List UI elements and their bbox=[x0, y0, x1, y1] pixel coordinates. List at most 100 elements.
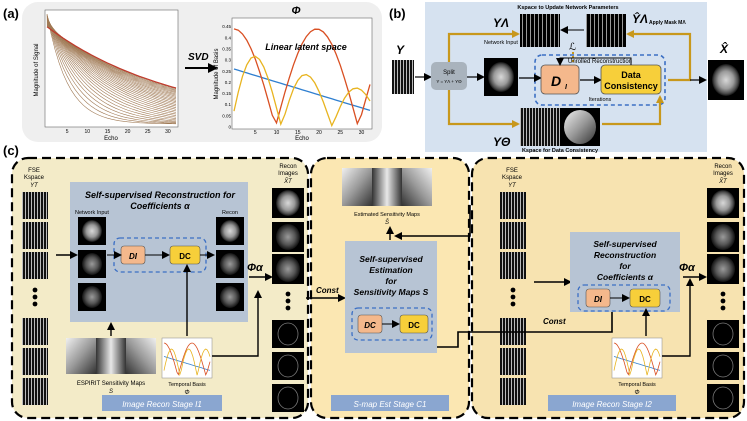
phi-label: Φ bbox=[291, 5, 300, 17]
signal-plot-ylabel: Magnitude of Signal bbox=[34, 43, 40, 96]
y-theta-symbol: YΘ bbox=[493, 135, 511, 149]
s3-recon-images-symbol: X̂T bbox=[718, 178, 728, 185]
split-label: Split bbox=[443, 70, 455, 76]
s3-arrow-basis-out bbox=[662, 278, 694, 357]
s2-dc-orange-label: DC bbox=[364, 321, 376, 330]
kspace-frame bbox=[500, 378, 526, 405]
decay-curve bbox=[46, 26, 177, 89]
signal-xtick: 20 bbox=[125, 129, 131, 135]
lambda-hat-kspace-image bbox=[586, 14, 626, 47]
decay-curve bbox=[46, 15, 177, 123]
ellipsis-dot bbox=[285, 291, 291, 297]
dc-label-1: Data bbox=[621, 70, 642, 80]
recon-image bbox=[711, 190, 735, 216]
ellipsis-dot bbox=[32, 294, 38, 300]
decay-curve bbox=[46, 20, 177, 105]
s3-basis-curves bbox=[613, 342, 661, 377]
decay-curve bbox=[46, 15, 177, 122]
s2-dc-label: DC bbox=[408, 321, 420, 330]
s1-arrow-basis-out bbox=[212, 290, 262, 357]
apply-mask-label: Apply Mask MΛ bbox=[649, 20, 686, 26]
s2-title-4: Sensitivity Maps S bbox=[354, 287, 429, 297]
panel-b-label: (b) bbox=[389, 6, 406, 21]
recon-image bbox=[711, 256, 735, 282]
s2-title-3: for bbox=[385, 276, 397, 286]
basis-ytick: 0.25 bbox=[222, 69, 231, 74]
network-input-label: Network Input bbox=[484, 40, 518, 46]
recon-image bbox=[711, 224, 735, 250]
decay-curve bbox=[46, 21, 177, 102]
s1-input-stack bbox=[78, 217, 106, 311]
kspace-frame bbox=[22, 378, 48, 405]
s2-estimated-maps bbox=[342, 168, 432, 206]
basis-ytick: 0.05 bbox=[222, 113, 231, 118]
s2-const-label: Const bbox=[316, 286, 339, 295]
s1-title-2: Coefficients α bbox=[130, 201, 190, 211]
mini-basis-curve bbox=[613, 356, 661, 371]
stage2: Const Estimated Sensitivity Maps Ŝ Self-… bbox=[306, 168, 449, 411]
mini-basis-curve bbox=[163, 348, 211, 377]
input-kspace-image bbox=[392, 60, 414, 94]
recon-image bbox=[277, 322, 299, 346]
basis-ytick: 0.45 bbox=[222, 24, 231, 29]
recon-image bbox=[276, 224, 300, 250]
ellipsis-dot bbox=[720, 291, 726, 297]
signal-xtick: 30 bbox=[165, 129, 171, 135]
recon-image bbox=[276, 190, 300, 216]
stack-image bbox=[82, 286, 102, 308]
arrow-iteration-loop bbox=[556, 57, 632, 66]
mini-basis-curve bbox=[163, 356, 211, 371]
recon-frame bbox=[707, 352, 739, 380]
basis-ytick: 0.2 bbox=[225, 80, 232, 85]
s3-recon-column bbox=[707, 188, 739, 412]
ellipsis-dot bbox=[285, 298, 291, 304]
basis-ytick: 0.35 bbox=[222, 47, 231, 52]
unrolled-label: Unrolled Reconstruction bbox=[568, 59, 632, 65]
recon-image bbox=[277, 386, 299, 410]
s3-dc-label: DC bbox=[639, 295, 651, 304]
basis-ytick: 0.1 bbox=[225, 102, 232, 107]
s3-dc-block bbox=[629, 288, 661, 308]
basis-ytick: 0.4 bbox=[225, 35, 232, 40]
y-lambda-hat-symbol: ŶΛ bbox=[632, 11, 648, 26]
s1-fse-symbol: YT bbox=[30, 183, 39, 189]
basis-curve bbox=[233, 68, 371, 112]
s1-dc-label: DC bbox=[179, 252, 191, 261]
decay-curve bbox=[46, 18, 177, 112]
s3-title-2: Reconstruction bbox=[594, 250, 656, 260]
panel-c-label: (c) bbox=[3, 143, 19, 158]
recon-image bbox=[712, 322, 734, 346]
basis-ytick: 0.15 bbox=[222, 91, 231, 96]
s3-title-3: for bbox=[619, 261, 631, 271]
s3-stage-tag bbox=[548, 395, 676, 411]
basis-plot-yticks: 0.450.40.350.30.250.20.150.10.050 bbox=[222, 24, 231, 129]
s2-title-1: Self-supervised bbox=[359, 254, 423, 264]
ellipsis-dot bbox=[32, 301, 38, 307]
stack-image bbox=[220, 253, 240, 275]
latent-label: Linear latent space bbox=[265, 42, 347, 52]
ellipsis-dot bbox=[720, 298, 726, 304]
s3-arrow-maps-in bbox=[394, 205, 471, 240]
arrow-split-to-ytheta bbox=[447, 90, 520, 128]
s1-fse-label: FSE bbox=[28, 168, 40, 174]
s1-title-1: Self-supervised Reconstruction for bbox=[85, 190, 236, 200]
stack-image bbox=[82, 220, 102, 242]
s1-network-input-label: Network Input bbox=[75, 210, 109, 216]
output-image bbox=[712, 64, 740, 96]
s1-temporal-label: Temporal Basis bbox=[168, 382, 206, 388]
s1-espirit-maps bbox=[66, 338, 156, 374]
decay-curve bbox=[46, 19, 177, 110]
s1-kspace-column bbox=[22, 192, 48, 405]
basis-plot-xlabel: Echo bbox=[295, 136, 309, 142]
basis-curve bbox=[233, 28, 371, 126]
dc-kspace-lines bbox=[520, 108, 560, 146]
split-formula: Y = YΛ + YΘ bbox=[436, 79, 462, 84]
s1-kspace-label: Kspace bbox=[24, 175, 45, 181]
di-label: D bbox=[551, 73, 561, 89]
signal-xtick: 25 bbox=[145, 129, 151, 135]
s2-stage-tag bbox=[331, 395, 449, 411]
mini-basis-curve bbox=[613, 348, 661, 377]
s2-title-2: Estimation bbox=[369, 265, 412, 275]
kspace-frame bbox=[22, 348, 48, 375]
